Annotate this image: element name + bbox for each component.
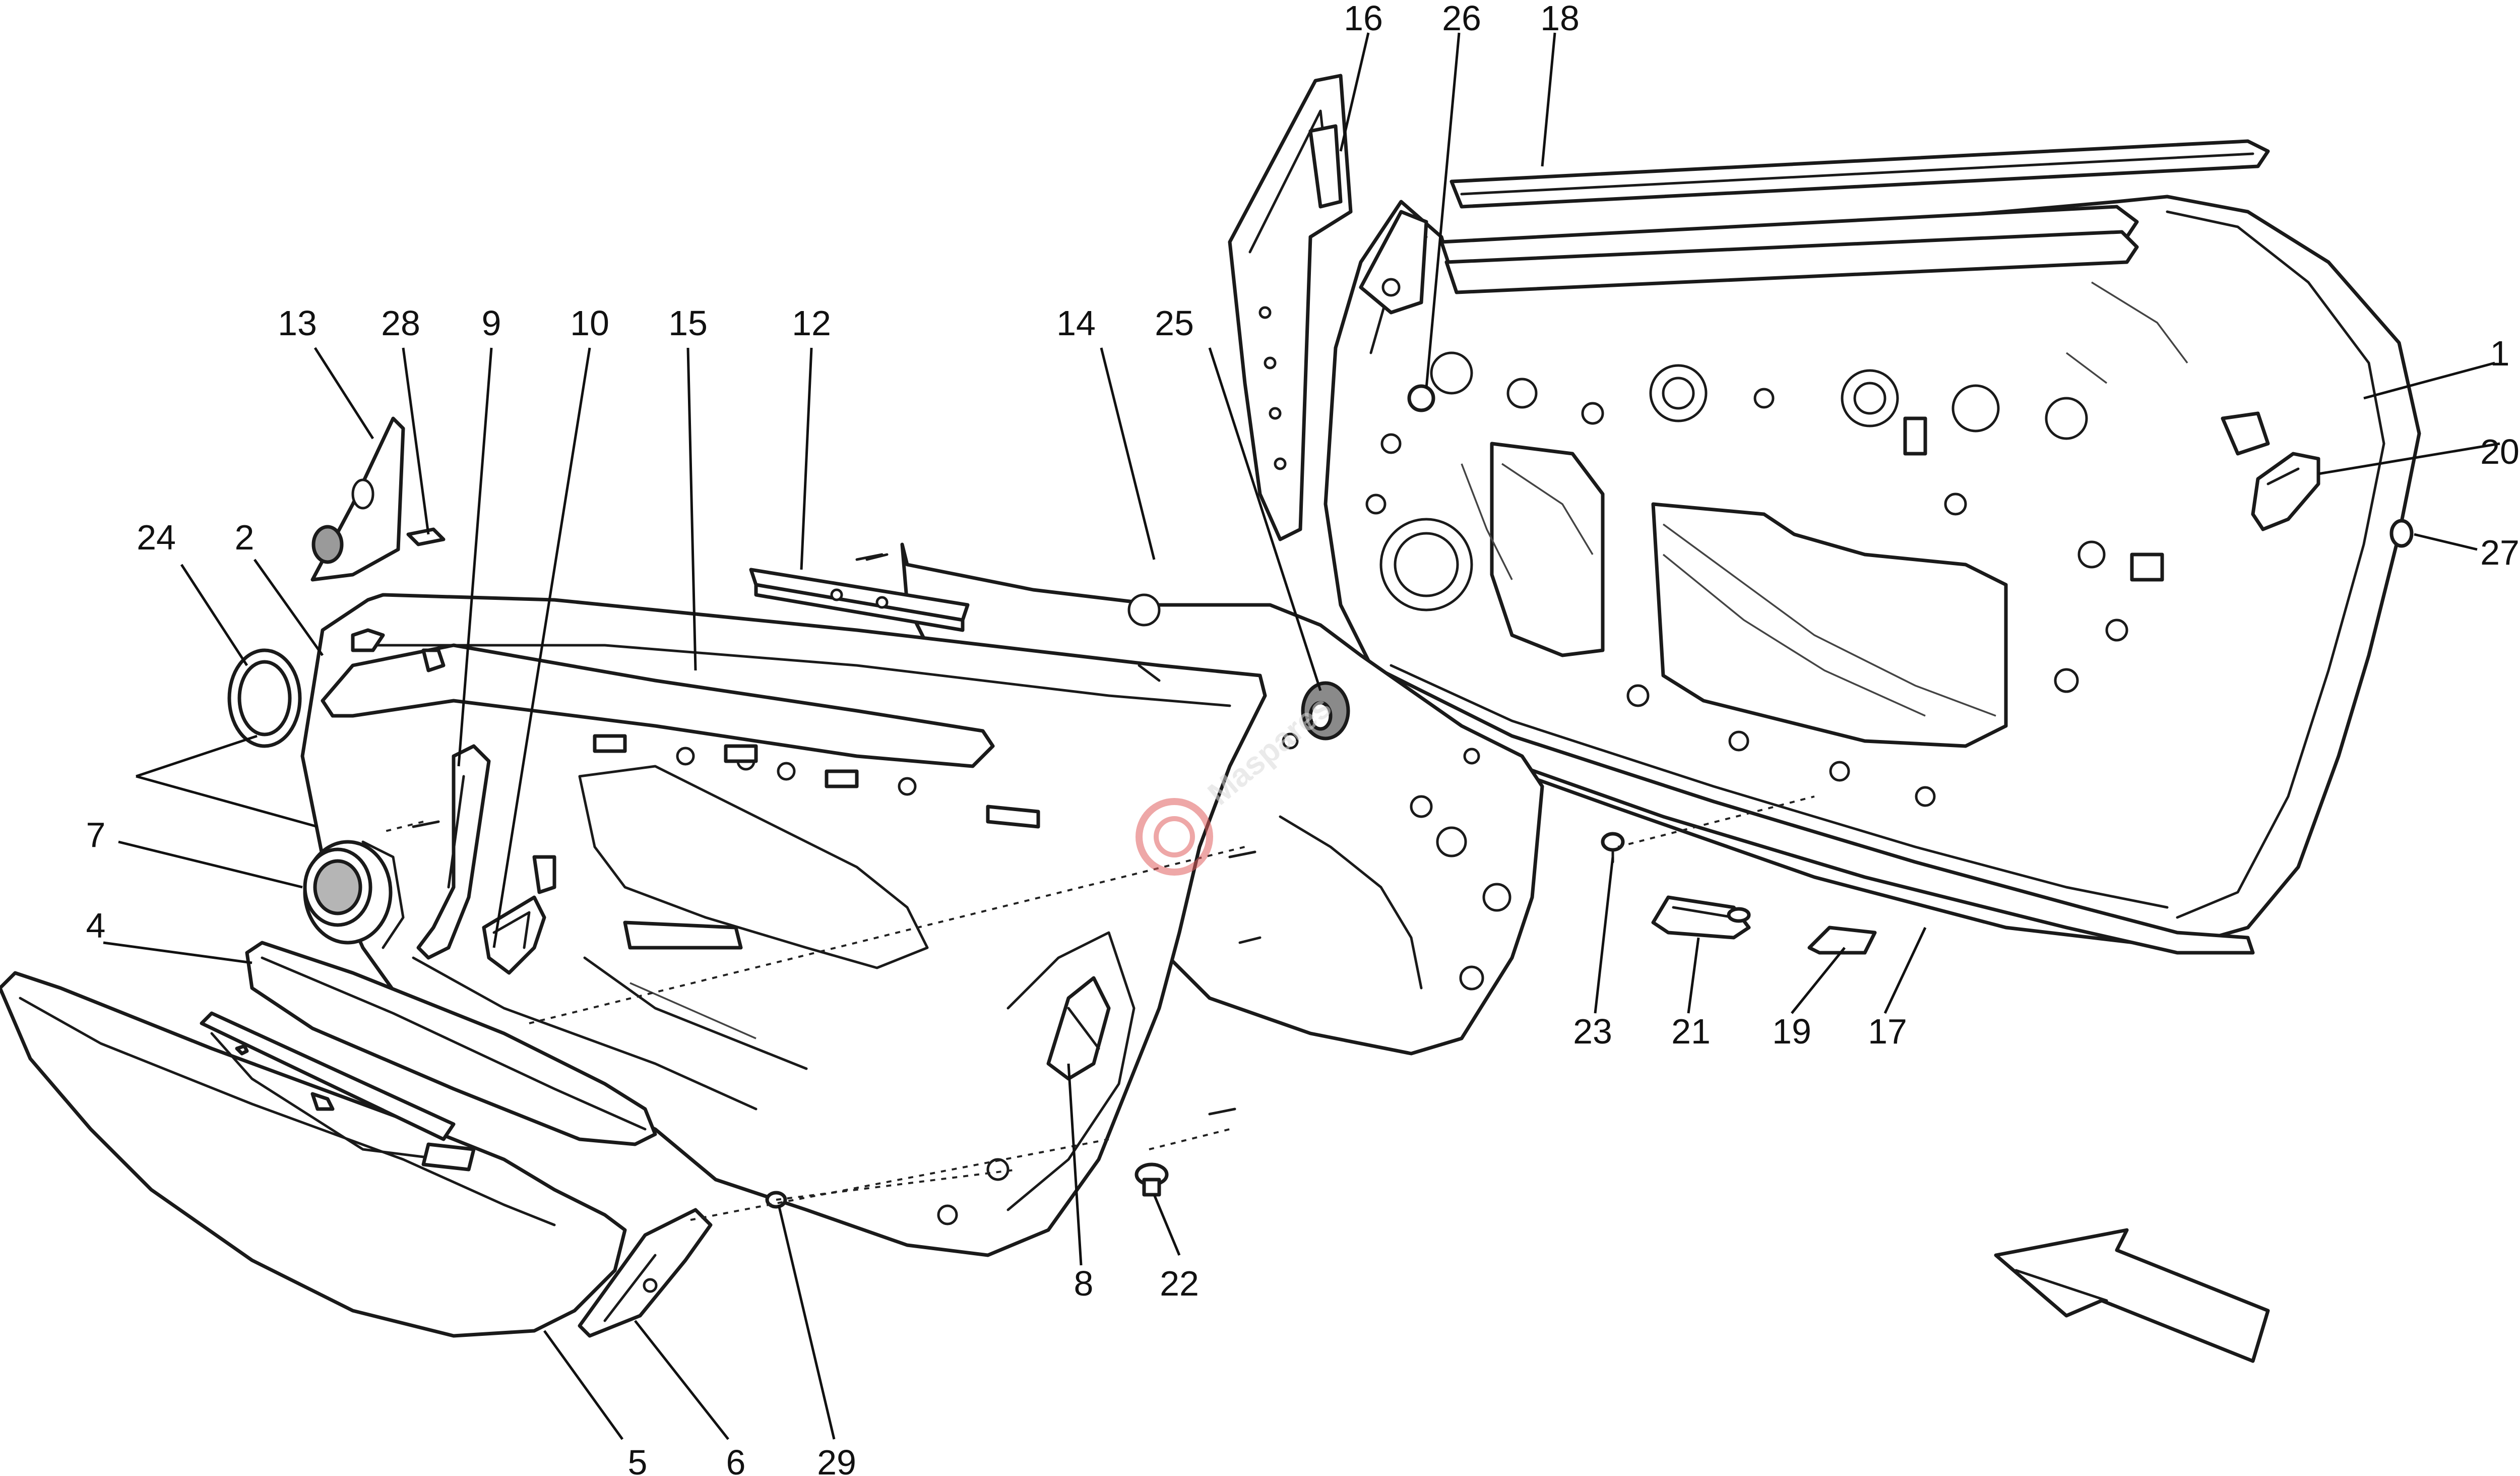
upper-trim-strip-part-15 [321, 628, 995, 768]
handle-lever-part-10 [482, 855, 556, 975]
speaker-grille-part-7 [303, 840, 405, 949]
callout-26: 26 [1442, 0, 1481, 38]
grommet-part-25 [1301, 681, 1350, 741]
upper-bracket-part-12 [749, 553, 970, 632]
callout-14: 14 [1056, 303, 1096, 343]
courtesy-lamp-part-19 [1807, 926, 1877, 955]
door-handle-part-9 [416, 744, 491, 960]
callout-28: 28 [381, 303, 420, 343]
door-trim-panel-part-2 [300, 593, 1267, 1257]
handle-cup-part-20 [2251, 452, 2320, 531]
leader-lines [103, 32, 2500, 1440]
callout-29: 29 [817, 1443, 856, 1476]
callout-1: 1 [2490, 334, 2510, 373]
callout-25: 25 [1155, 303, 1194, 343]
callout-6: 6 [726, 1443, 746, 1476]
callout-10: 10 [570, 303, 609, 343]
plug-part-26 [1407, 384, 1435, 412]
callout-22: 22 [1160, 1264, 1199, 1303]
lower-trim-part-5 [0, 971, 627, 1338]
callout-21: 21 [1671, 1012, 1711, 1051]
callout-9: 9 [482, 303, 501, 343]
assembly-lines [136, 734, 1815, 1221]
callout-16: 16 [1344, 0, 1383, 38]
callout-24: 24 [137, 518, 176, 557]
direction-arrow-icon [1994, 1228, 2270, 1363]
lower-seal-part-17 [1369, 668, 2255, 955]
callout-12: 12 [792, 303, 831, 343]
callout-labels: 1 2 4 5 6 7 8 9 10 12 13 14 15 16 17 18 … [86, 0, 2519, 1476]
callout-20: 20 [2480, 432, 2519, 471]
callout-2: 2 [235, 518, 255, 557]
callout-15: 15 [668, 303, 708, 343]
armrest-part-4 [245, 941, 657, 1146]
switch-module-part-21 [1651, 895, 1751, 940]
tweeter-housing-part-13 [310, 416, 405, 582]
callout-13: 13 [278, 303, 317, 343]
callout-5: 5 [628, 1443, 648, 1476]
fastener-screws [412, 553, 1262, 1116]
trim-piece-part-6 [578, 1208, 713, 1338]
callout-19: 19 [1772, 1012, 1811, 1051]
speaker-ring-part-24 [227, 648, 302, 748]
door-top-strip [1439, 205, 2139, 294]
callout-8: 8 [1074, 1264, 1094, 1303]
callout-18: 18 [1540, 0, 1580, 38]
mirror-sail-part-16 [1228, 74, 1353, 541]
clip-part-28 [406, 527, 446, 546]
front-corner-bracket [1359, 210, 1428, 315]
callout-23: 23 [1573, 1012, 1612, 1051]
callout-7: 7 [86, 815, 106, 854]
plug-part-27 [2389, 519, 2414, 548]
callout-27: 27 [2480, 533, 2519, 572]
callout-17: 17 [1868, 1012, 1907, 1051]
door-shell-part-1 [1324, 195, 2421, 950]
bolt-part-22 [1135, 1162, 1169, 1197]
callout-4: 4 [86, 906, 106, 945]
upper-weatherstrip-part-18 [1450, 139, 2270, 209]
